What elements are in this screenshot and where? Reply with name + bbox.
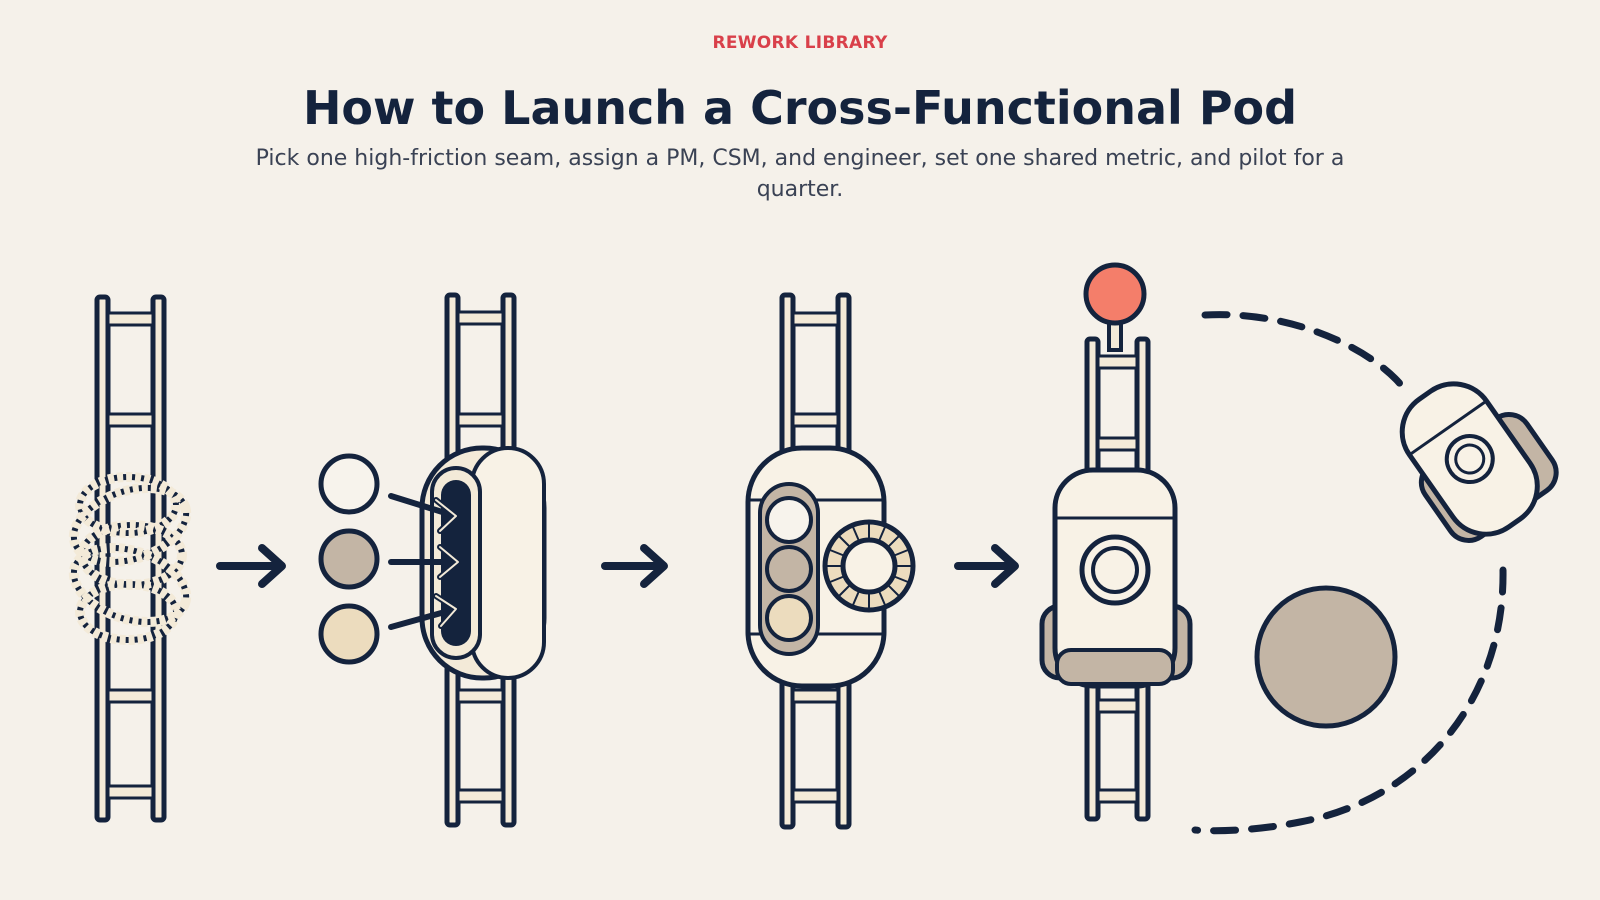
page-title: How to Launch a Cross-Functional Pod [302,81,1298,135]
eyebrow-label: REWORK LIBRARY [712,33,888,53]
arrow-right-icon [954,544,1019,588]
taupe-dot-icon [318,528,380,590]
sand-dot-icon [318,603,380,665]
pod-with-orbit-icon [1039,262,1559,835]
arrow-right-icon [601,544,668,588]
capsule-with-gauge-icon [745,292,916,830]
orbit-path [1191,311,1507,835]
rope-knot-on-ladder-icon [68,294,192,823]
page-subtitle: Pick one high-friction seam, assign a PM… [255,146,1345,202]
satellite-pod-icon [1399,381,1559,543]
gauge-icon [822,519,916,613]
arrow-right-icon [216,544,286,588]
white-dot-icon [318,453,380,515]
planet-icon [1254,585,1398,729]
three-dots-into-capsule-icon [318,292,547,828]
beacon-icon [1083,262,1147,326]
